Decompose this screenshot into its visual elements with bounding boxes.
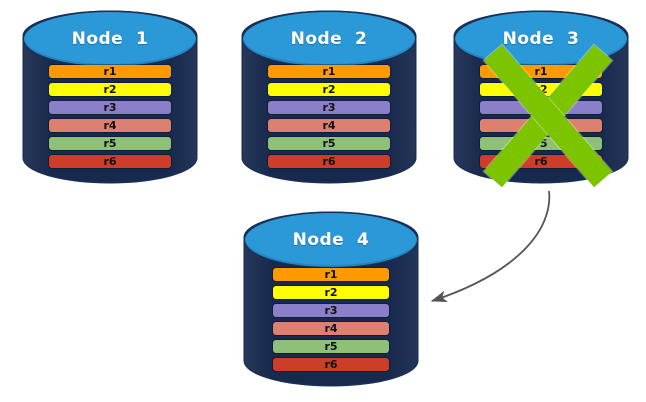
node-1-row-r4[interactable]: r4 [49, 119, 171, 132]
node-3-label: Node 3 [502, 29, 580, 49]
node-4[interactable]: Node 4 r1 r2 r3 r4 r5 r6 [245, 213, 417, 385]
node-4-row-r1[interactable]: r1 [273, 268, 389, 281]
node-1-row-r2[interactable]: r2 [49, 83, 171, 96]
node-2[interactable]: Node 2 r1 r2 r3 r4 r5 r6 [243, 12, 415, 182]
node-1-label: Node 1 [71, 29, 149, 49]
node-3-row-r5[interactable]: r5 [480, 137, 602, 150]
node-4-row-r6[interactable]: r6 [273, 358, 389, 371]
node-4-row-r2[interactable]: r2 [273, 286, 389, 299]
node-2-row-r4[interactable]: r4 [268, 119, 390, 132]
node-1-row-r1[interactable]: r1 [49, 65, 171, 78]
node-1[interactable]: Node 1 r1 r2 r3 r4 r5 r6 [24, 12, 196, 182]
node-2-row-r6[interactable]: r6 [268, 155, 390, 168]
node-3-row-r6[interactable]: r6 [480, 155, 602, 168]
node-1-row-r6[interactable]: r6 [49, 155, 171, 168]
node-2-row-r1[interactable]: r1 [268, 65, 390, 78]
node-1-row-r3[interactable]: r3 [49, 101, 171, 114]
node-1-rows: r1 r2 r3 r4 r5 r6 [24, 65, 196, 168]
node-2-row-r2[interactable]: r2 [268, 83, 390, 96]
node-4-row-r5[interactable]: r5 [273, 340, 389, 353]
node-1-cylinder-top [24, 12, 196, 66]
node-2-label: Node 2 [290, 29, 368, 49]
node-2-cylinder-top [243, 12, 415, 66]
node-2-row-r3[interactable]: r3 [268, 101, 390, 114]
node-2-row-r5[interactable]: r5 [268, 137, 390, 150]
node-3-row-r2[interactable]: r2 [480, 83, 602, 96]
node-4-row-r3[interactable]: r3 [273, 304, 389, 317]
node-3-row-r1[interactable]: r1 [480, 65, 602, 78]
node-2-rows: r1 r2 r3 r4 r5 r6 [243, 65, 415, 168]
node-1-row-r5[interactable]: r5 [49, 137, 171, 150]
node-3-row-r4[interactable]: r4 [480, 119, 602, 132]
node-4-row-r4[interactable]: r4 [273, 322, 389, 335]
node-4-cylinder-top [245, 213, 417, 267]
node-3[interactable]: Node 3 r1 r2 r3 r4 r5 r6 [455, 12, 627, 182]
node-3-row-r3[interactable]: r3 [480, 101, 602, 114]
node-4-label: Node 4 [292, 230, 370, 250]
node-3-rows: r1 r2 r3 r4 r5 r6 [455, 65, 627, 168]
node-4-rows: r1 r2 r3 r4 r5 r6 [245, 268, 417, 371]
